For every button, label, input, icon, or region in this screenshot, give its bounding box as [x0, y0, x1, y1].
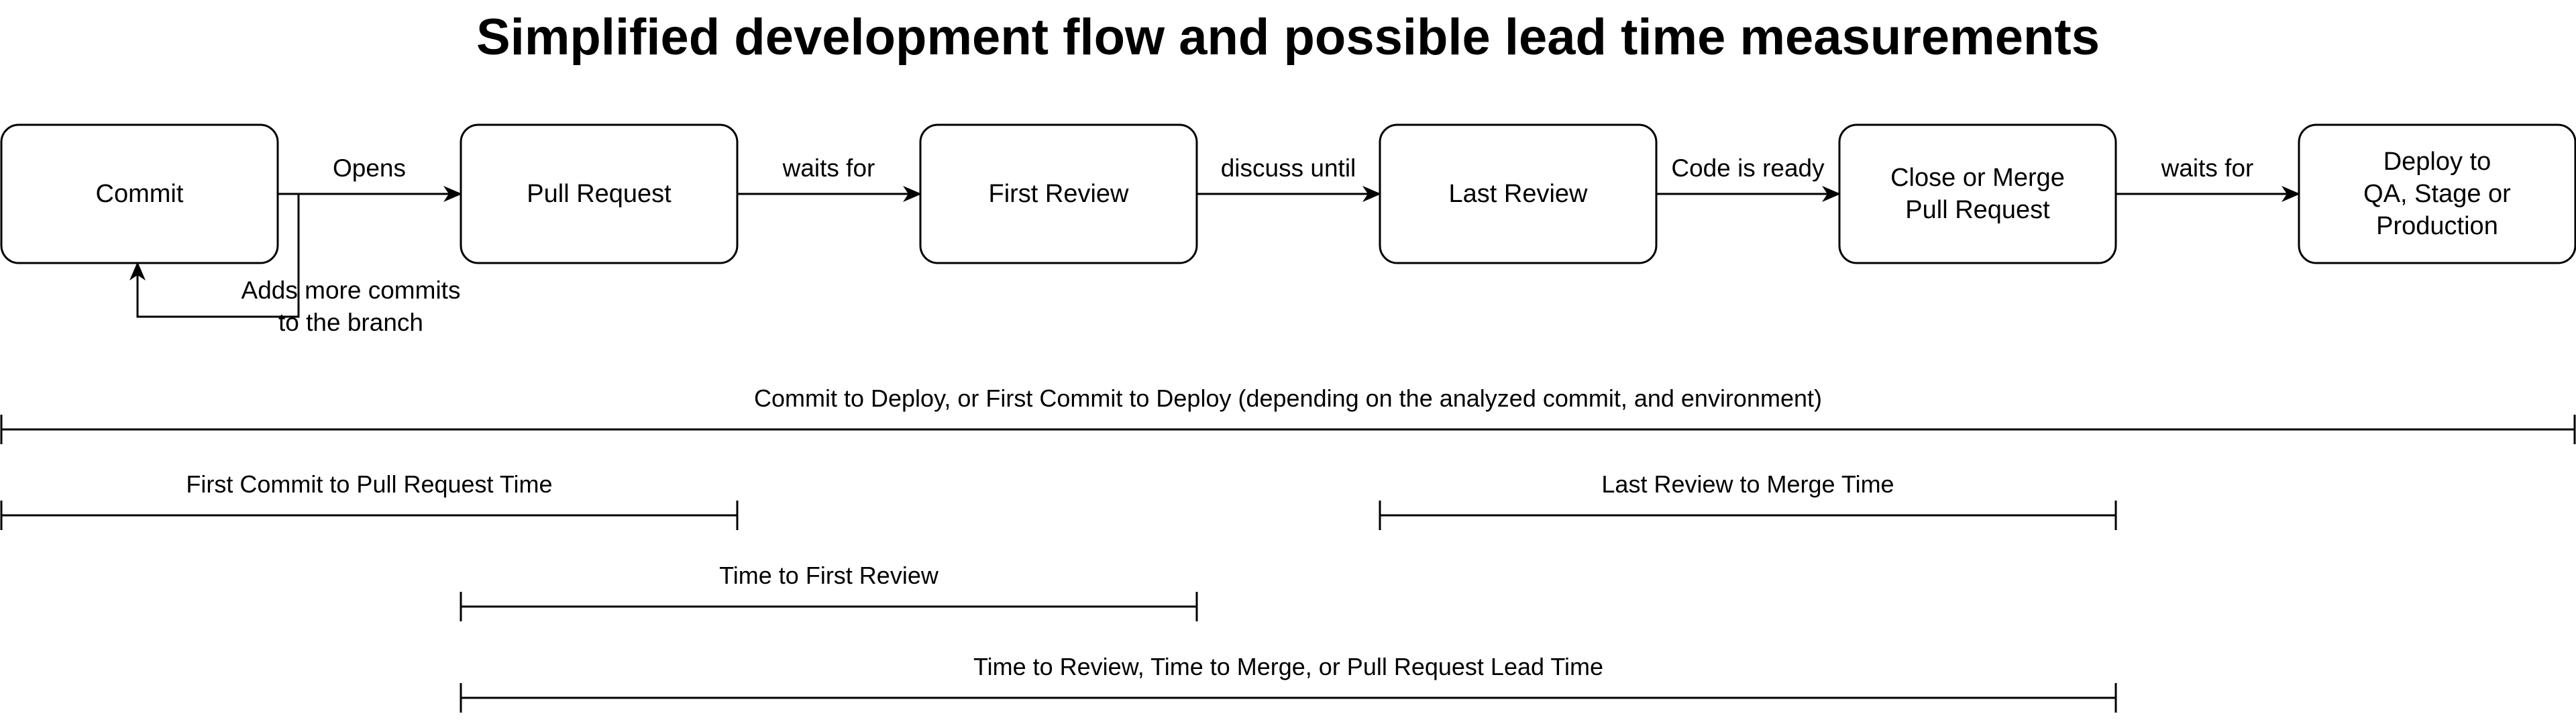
- edge-first-review-to-last-review: discuss until: [1197, 154, 1381, 202]
- node-commit: Commit: [0, 123, 279, 264]
- span-last-review-to-merge: Last Review to Merge Time: [1379, 470, 2117, 530]
- span-commit-to-deploy: Commit to Deploy, or First Commit to Dep…: [0, 384, 2576, 444]
- span-label: Time to Review, Time to Merge, or Pull R…: [973, 653, 1603, 680]
- node-first-review-label: First Review: [988, 180, 1129, 208]
- edge-label: waits for: [2161, 154, 2254, 182]
- node-close-merge-label: Close or Merge: [1890, 164, 2065, 192]
- node-pull-request-label: Pull Request: [527, 180, 672, 208]
- edge-commit-to-pull-request: Opens: [278, 154, 462, 202]
- node-deploy-box: [2298, 123, 2576, 264]
- span-time-to-first-review: Time to First Review: [460, 562, 1198, 621]
- span-label: Last Review to Merge Time: [1601, 470, 1894, 498]
- edge-last-review-to-close-merge: Code is ready: [1656, 154, 1841, 202]
- node-last-review-label: Last Review: [1449, 180, 1589, 208]
- loop-label: to the branch: [278, 309, 423, 336]
- edge-pull-request-to-first-review: waits for: [737, 154, 922, 202]
- edge-label: Code is ready: [1671, 154, 1825, 182]
- spans-layer: Commit to Deploy, or First Commit to Dep…: [0, 384, 2576, 713]
- diagram-title: Simplified development flow and possible…: [476, 8, 2100, 66]
- node-first-review-box: [919, 123, 1198, 264]
- node-deploy-label: QA, Stage or: [2363, 180, 2511, 208]
- node-last-review: Last Review: [1379, 123, 1658, 264]
- node-close-merge-box: [1838, 123, 2117, 264]
- loop-adds-commits: Adds more commits to the branch: [129, 194, 461, 336]
- edge-label: waits for: [782, 154, 875, 182]
- edges-layer: Opens waits for discuss until Code is ready…: [278, 154, 2300, 202]
- loop-layer: Adds more commits to the branch: [129, 194, 461, 336]
- node-pull-request-box: [460, 123, 739, 264]
- node-pull-request: Pull Request: [460, 123, 739, 264]
- span-label: Commit to Deploy, or First Commit to Dep…: [754, 384, 1822, 412]
- edge-close-merge-to-deploy: waits for: [2116, 154, 2300, 202]
- span-time-to-review-merge: Time to Review, Time to Merge, or Pull R…: [460, 653, 2117, 713]
- node-close-merge-label: Pull Request: [1905, 196, 2050, 224]
- node-first-review: First Review: [919, 123, 1198, 264]
- loop-label: Adds more commits: [241, 276, 461, 304]
- span-label: Time to First Review: [719, 562, 939, 589]
- node-commit-label: Commit: [96, 180, 184, 208]
- loop-arrow: [129, 194, 300, 318]
- node-deploy: Deploy to QA, Stage or Production: [2298, 123, 2576, 264]
- node-last-review-box: [1379, 123, 1658, 264]
- edge-label: discuss until: [1221, 154, 1356, 182]
- span-label: First Commit to Pull Request Time: [186, 470, 552, 498]
- edge-label: Opens: [333, 154, 406, 182]
- node-deploy-label: Deploy to: [2383, 148, 2491, 176]
- node-deploy-label: Production: [2376, 212, 2498, 240]
- span-first-commit-to-pr: First Commit to Pull Request Time: [0, 470, 739, 530]
